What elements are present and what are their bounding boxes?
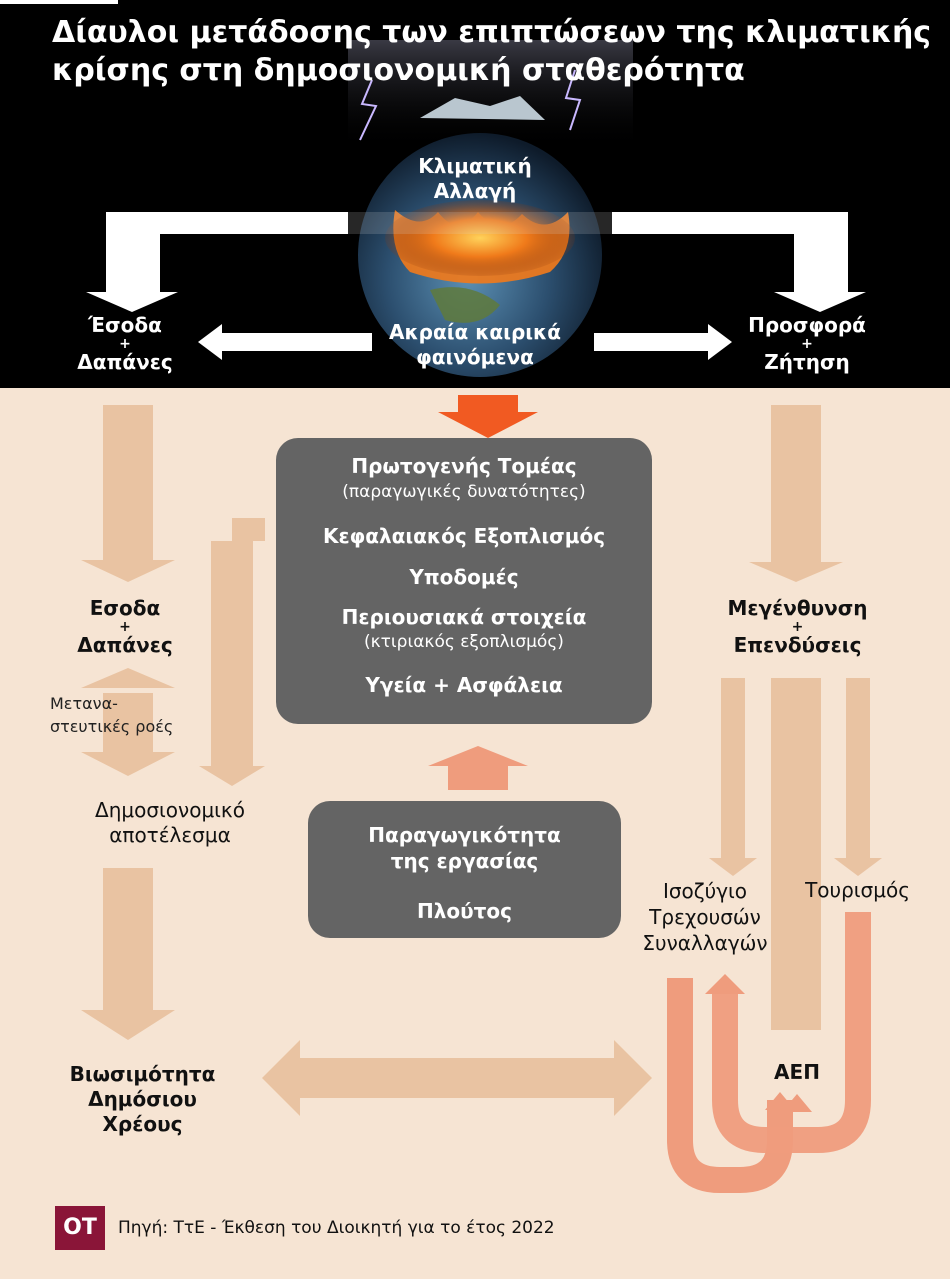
primary-assets: Περιουσιακά στοιχεία xyxy=(341,605,587,629)
growth-line2: Επενδύσεις xyxy=(733,633,862,657)
climate-line1: Κλιματική xyxy=(418,154,532,178)
debt-line2: Δημόσιου xyxy=(88,1087,197,1111)
arrow-top-left xyxy=(86,212,348,312)
productivity-box: Παραγωγικότητα της εργασίας Πλούτος xyxy=(308,801,621,938)
primary-sector-box: Πρωτογενής Τομέας (παραγωγικές δυνατότητ… xyxy=(276,438,652,724)
productivity-line1: Παραγωγικότητα xyxy=(368,823,561,847)
ca-line2: Τρεχουσών xyxy=(649,905,761,929)
lightning-right xyxy=(564,69,582,131)
growth-investment-label: Μεγένθυνση + Επενδύσεις xyxy=(710,596,885,658)
migration-line2: στευτικές ροές xyxy=(50,717,174,737)
productivity-wealth: Πλούτος xyxy=(417,899,512,923)
top-left-plus: + xyxy=(119,336,131,352)
arrow-productivity-up xyxy=(428,746,528,790)
lightning-left xyxy=(359,79,378,141)
mid-left-plus: + xyxy=(119,619,131,635)
loop-tourism-head xyxy=(705,974,745,994)
extreme-line1: Ακραία καιρικά xyxy=(388,320,562,344)
arrow-to-tourism xyxy=(834,678,882,876)
migration-label: Μετανα- στευτικές ροές xyxy=(50,692,200,738)
arrow-primary-to-fiscal xyxy=(199,518,265,786)
fiscal-result-label: Δημοσιονομικό αποτέλεσμα xyxy=(70,798,270,848)
mid-left-line1: Εσοδα xyxy=(89,596,161,620)
primary-heading: Πρωτογενής Τομέας xyxy=(351,454,577,478)
top-left-revenue-label: Έσοδα + Δαπάνες xyxy=(50,313,200,375)
storm-sky xyxy=(348,40,633,150)
top-left-line1: Έσοδα xyxy=(88,313,162,337)
land-mass xyxy=(430,287,500,323)
page-title: Δίαυλοι μετάδοσης των επιπτώσεων της κλι… xyxy=(52,15,932,88)
fiscal-line2: αποτέλεσμα xyxy=(109,823,231,847)
migration-line1: Μετανα- xyxy=(50,694,118,713)
top-right-supply-label: Προσφορά + Ζήτηση xyxy=(722,313,892,375)
climate-change-label: Κλιματική Αλλαγή xyxy=(390,154,560,204)
growth-line1: Μεγένθυνση xyxy=(727,596,868,620)
primary-health: Υγεία + Ασφάλεια xyxy=(365,673,563,697)
fiscal-line1: Δημοσιονομικό xyxy=(95,798,245,822)
fire-glow xyxy=(385,200,575,276)
arrow-extreme-to-primary xyxy=(438,395,538,438)
ca-line3: Συναλλαγών xyxy=(642,931,768,955)
productivity-line2: της εργασίας xyxy=(390,849,539,873)
arrow-right-top-down xyxy=(749,405,843,582)
iceberg xyxy=(420,96,545,120)
mid-left-revenue-label: Εσοδα + Δαπάνες xyxy=(50,596,200,658)
primary-infrastructure: Υποδομές xyxy=(409,565,519,589)
tourism-label: Τουρισμός xyxy=(805,878,910,902)
arrow-overlay xyxy=(348,212,638,234)
top-right-line2: Ζήτηση xyxy=(764,350,850,374)
arrow-extreme-left xyxy=(198,324,372,360)
debt-line1: Βιωσιμότητα xyxy=(69,1062,216,1086)
mid-left-line2: Δαπάνες xyxy=(77,633,173,657)
climate-line2: Αλλαγή xyxy=(433,179,517,203)
debt-line3: Χρέους xyxy=(102,1112,183,1136)
arrow-left-top-down xyxy=(81,405,175,582)
ca-line1: Ισοζύγιο xyxy=(662,879,748,903)
extreme-line2: φαινόμενα xyxy=(416,345,534,369)
primary-capital: Κεφαλαιακός Εξοπλισμός xyxy=(322,524,606,548)
source-note: Πηγή: ΤτΕ - Έκθεση του Διοικητή για το έ… xyxy=(118,1218,555,1238)
top-left-line2: Δαπάνες xyxy=(77,350,173,374)
loop-current-account xyxy=(667,978,793,1193)
arrow-into-gdp xyxy=(782,1094,812,1112)
top-right-plus: + xyxy=(801,336,813,352)
current-account-label: Ισοζύγιο Τρεχουσών Συναλλαγών xyxy=(620,878,790,956)
primary-heading-note: (παραγωγικές δυνατότητες) xyxy=(342,482,586,502)
arrow-fiscal-to-debt xyxy=(81,868,175,1040)
arrow-extreme-right xyxy=(594,324,732,360)
arrow-to-current-account xyxy=(709,678,757,876)
growth-plus: + xyxy=(791,619,804,635)
top-right-line1: Προσφορά xyxy=(748,313,866,337)
loop-tourism xyxy=(712,912,871,1153)
arrow-top-right xyxy=(612,212,866,312)
extreme-weather-label: Ακραία καιρικά φαινόμενα xyxy=(370,320,580,370)
primary-assets-note: (κτιριακός εξοπλισμός) xyxy=(364,632,564,652)
ot-logo: OT xyxy=(55,1206,105,1250)
debt-sustainability-label: Βιωσιμότητα Δημόσιου Χρέους xyxy=(60,1062,225,1137)
arrow-migration-double xyxy=(81,668,175,776)
gdp-label: ΑΕΠ xyxy=(774,1060,820,1084)
top-accent-bar xyxy=(0,0,118,4)
arrow-to-gdp xyxy=(771,678,821,1030)
arrow-debt-gdp-double xyxy=(262,1040,652,1116)
